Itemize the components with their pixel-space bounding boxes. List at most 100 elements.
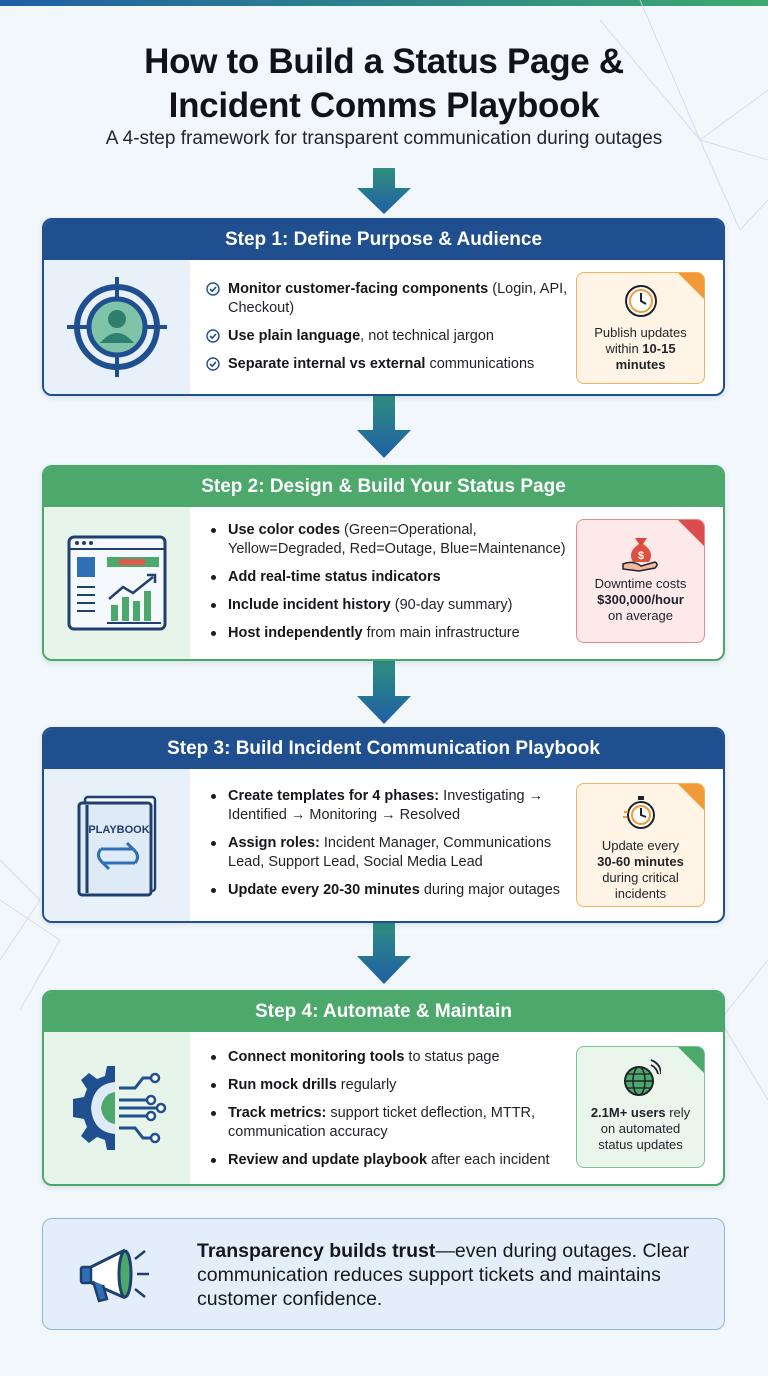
bullet-dot xyxy=(211,1158,216,1163)
top-accent-bar xyxy=(0,0,768,6)
step-2-title: Step 2: Design & Build Your Status Page xyxy=(44,467,723,507)
bullet-text: (90-day summary) xyxy=(390,597,513,613)
step-1-icon-panel xyxy=(44,260,190,394)
callout-line-1: Publish updates xyxy=(594,325,687,340)
bullet-dot xyxy=(211,841,216,846)
bullet-text: after each incident xyxy=(427,1152,550,1168)
footer-banner: Transparency builds trust—even during ou… xyxy=(42,1218,725,1330)
callout-bold: $300,000/hour xyxy=(597,592,684,607)
callout-bold: 10-15 xyxy=(642,341,676,356)
list-item: Assign roles: Incident Manager, Communic… xyxy=(206,834,576,872)
step-4-card: Step 4: Automate & Maintain xyxy=(42,990,725,1186)
bullet-bold: Update every 20-30 minutes xyxy=(228,882,420,898)
callout-line-1: 2.1M+ users rely xyxy=(577,1105,704,1121)
step-4-callout: 2.1M+ users rely on automated status upd… xyxy=(576,1046,705,1168)
bullet-dot xyxy=(211,528,216,533)
bullet-text: regularly xyxy=(336,1077,397,1093)
bullet-bold: Separate internal vs external xyxy=(228,356,426,372)
step-3-body: PLAYBOOK Create templates for 4 phases: … xyxy=(44,769,723,921)
list-item: Review and update playbook after each in… xyxy=(206,1151,576,1170)
bullet-dot xyxy=(211,794,216,799)
step-3-icon-panel: PLAYBOOK xyxy=(44,769,190,921)
bullet-dot xyxy=(211,888,216,893)
step-2-callout: $ Downtime costs $300,000/hour on averag… xyxy=(576,519,705,643)
bullet-bold: Review and update playbook xyxy=(228,1152,428,1168)
bullet-dot xyxy=(211,603,216,608)
step-4-body: Connect monitoring tools to status page … xyxy=(44,1032,723,1184)
step-3-title: Step 3: Build Incident Communication Pla… xyxy=(44,729,723,769)
bullet-dot xyxy=(211,575,216,580)
bullet-bold: Track metrics: xyxy=(228,1105,327,1121)
footer-rest: —even during outages. Clear communicatio… xyxy=(197,1240,690,1310)
bullet-bold: Use color codes xyxy=(228,522,341,538)
down-arrow-icon xyxy=(357,660,411,724)
step-2-body: Use color codes (Green=Operational, Yell… xyxy=(44,507,723,659)
list-item: Monitor customer-facing components (Logi… xyxy=(206,280,576,318)
bullet-bold: Run mock drills xyxy=(228,1077,337,1093)
callout-line-1: Downtime costs xyxy=(594,576,687,591)
bullet-bold: Monitor customer-facing components xyxy=(228,281,489,297)
bullet-text: support ticket deflection, MTTR, communi… xyxy=(228,1105,536,1140)
down-arrow-icon xyxy=(357,168,411,214)
check-circle-icon xyxy=(206,282,220,296)
callout-bold: 2.1M+ users xyxy=(590,1105,666,1120)
callout-line-1: Update every xyxy=(601,838,680,853)
callout-corner xyxy=(678,784,704,810)
bullet-text: during major outages xyxy=(419,882,561,898)
list-item: Use plain language, not technical jargon xyxy=(206,327,576,346)
playbook-label: PLAYBOOK xyxy=(88,824,149,836)
list-item: Connect monitoring tools to status page xyxy=(206,1048,576,1067)
bullet-text: , not technical jargon xyxy=(360,328,494,344)
step-1-callout: Publish updates within 10-15 minutes xyxy=(576,272,705,384)
step-2-bullets: Use color codes (Green=Operational, Yell… xyxy=(206,521,576,652)
callout-text: rely xyxy=(665,1105,691,1120)
down-arrow-icon xyxy=(357,920,411,984)
bullet-bold: Host independently xyxy=(228,625,363,641)
clock-icon xyxy=(624,285,657,317)
target-user-icon xyxy=(67,277,167,377)
list-item: Host independently from main infrastruct… xyxy=(206,624,576,643)
list-item: Run mock drills regularly xyxy=(206,1076,576,1095)
bullet-text: Incident Manager, Communications Lead, S… xyxy=(228,835,552,870)
list-item: Separate internal vs external communicat… xyxy=(206,355,576,374)
callout-line-3: minutes xyxy=(615,357,666,372)
down-arrow-icon xyxy=(357,394,411,458)
dashboard-icon xyxy=(67,535,167,631)
money-bag-hand-icon: $ xyxy=(621,538,658,572)
bullet-bold: Include incident history xyxy=(228,597,391,613)
callout-line-3: on automated status updates xyxy=(598,1121,683,1152)
callout-corner xyxy=(678,520,704,546)
step-3-bullets: Create templates for 4 phases: Investiga… xyxy=(206,787,576,909)
callout-line-3: during critical incidents xyxy=(602,870,679,901)
svg-text:$: $ xyxy=(637,550,643,562)
list-item: Update every 20-30 minutes during major … xyxy=(206,881,576,900)
bullet-bold: Add real-time status indicators xyxy=(228,569,441,585)
bullet-bold: Assign roles: xyxy=(228,835,320,851)
list-item: Add real-time status indicators xyxy=(206,568,576,587)
step-1-body: Monitor customer-facing components (Logi… xyxy=(44,260,723,394)
list-item: Use color codes (Green=Operational, Yell… xyxy=(206,521,576,559)
bullet-text: to status page xyxy=(404,1049,500,1065)
bullet-text: (Green=Operational, Yellow=Degraded, Red… xyxy=(228,522,566,557)
playbook-icon: PLAYBOOK xyxy=(77,795,157,897)
bullet-dot xyxy=(211,1111,216,1116)
step-2-icon-panel xyxy=(44,507,190,659)
callout-text: within xyxy=(605,341,643,356)
stopwatch-icon xyxy=(622,796,655,829)
list-item: Track metrics: support ticket deflection… xyxy=(206,1104,576,1142)
bullet-bold: Create templates for 4 phases: xyxy=(228,788,440,804)
bullet-dot xyxy=(211,1083,216,1088)
callout-corner xyxy=(678,273,704,299)
check-circle-icon xyxy=(206,329,220,343)
bullet-dot xyxy=(211,631,216,636)
page-subtitle: A 4-step framework for transparent commu… xyxy=(105,128,663,149)
bullet-bold: Use plain language xyxy=(228,328,361,344)
globe-signal-icon xyxy=(623,1059,661,1096)
bullet-dot xyxy=(211,1055,216,1060)
step-1-title: Step 1: Define Purpose & Audience xyxy=(44,220,723,260)
step-3-callout: Update every 30-60 minutes during critic… xyxy=(576,783,705,907)
step-1-card: Step 1: Define Purpose & Audience Monito… xyxy=(42,218,725,396)
check-circle-icon xyxy=(206,357,220,371)
gear-circuit-icon xyxy=(73,1066,167,1150)
